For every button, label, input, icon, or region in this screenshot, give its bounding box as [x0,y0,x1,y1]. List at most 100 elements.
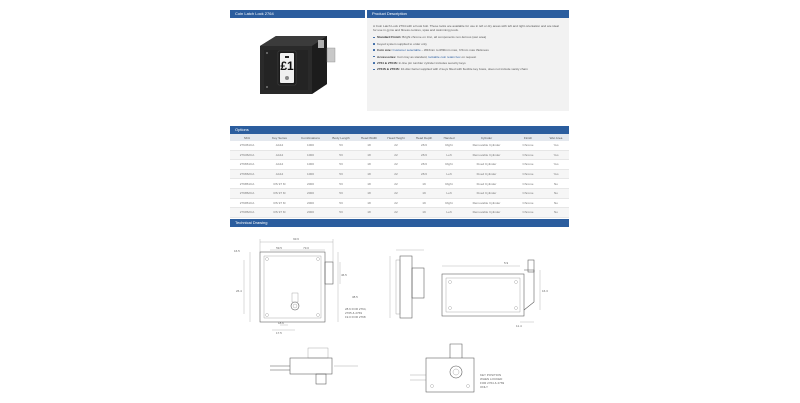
right-view [441,259,541,323]
options-title: Options [230,126,569,134]
table-cell: No [543,188,569,199]
table-cell: 28.6 [410,141,438,151]
key-detail-view [410,343,475,393]
table-cell: Fixed Cylinder [460,159,513,170]
table-cell: 22 [382,198,410,209]
table-cell: 53 [326,188,356,199]
description-item: Keyed system supplied to order only [373,42,563,46]
table-cell: Yes [543,150,569,161]
table-cell: 53 [326,150,356,161]
coin-box-link[interactable]: lockable coin retain box [428,54,461,59]
column-header: SKU [230,134,264,141]
item-label: Accessories: [377,54,397,59]
table-cell: 53 [326,159,356,170]
table-cell: Left [438,150,460,161]
table-cell: RS 97 M [264,188,295,199]
table-cell: 2000 [295,188,326,199]
table-cell: Chrome [513,178,543,189]
item-text: Bright chrome on zinc, all components no… [401,35,487,40]
table-cell: 276851CA [230,178,264,189]
svg-text:£1: £1 [280,59,294,73]
item-text: Coin tray as standard, [396,54,429,59]
table-cell: Chrome [513,159,543,170]
dim-d2: 73.0 [303,246,309,250]
description-body: A Coin Latch Lock 2764 with a hook bolt.… [367,18,569,111]
table-header-row: SKU Key Series Combinations Body Length … [230,134,569,141]
item-label: Coin size: [377,48,392,53]
options-table: SKU Key Series Combinations Body Length … [230,134,569,218]
column-header: Combinations [295,134,326,141]
front-view [243,239,341,331]
description-title: Product Description [367,10,569,18]
dim-d5: 18.6 [278,321,284,325]
column-header: Wet Area [543,134,569,141]
table-cell: 1000 [295,150,326,161]
table-cell: Fixed Cylinder [460,169,513,180]
table-cell: RS 97 M [264,207,295,218]
table-cell: 1000 [295,159,326,170]
table-cell: 19 [410,207,438,218]
item-text: on request [460,54,477,59]
table-cell: 2000 [295,178,326,189]
table-cell: 22 [382,169,410,180]
description-list: Standard Finish: Bright chrome on zinc, … [373,35,563,71]
table-cell: RS 97 M [264,178,295,189]
side-view [389,249,425,319]
table-cell: 19 [410,178,438,189]
table-cell: Left [438,207,460,218]
table-cell: 22 [382,207,410,218]
column-header: Finish [513,134,543,141]
dim-d4: 46.5 [341,273,347,277]
table-cell: Right [438,178,460,189]
coin-size-link[interactable]: Customer selectable [391,48,421,53]
description-item: 2764 & 2764S: In-line pin tumbler cylind… [373,61,563,65]
column-header: Cylinder [460,134,513,141]
dim-d8: 11.4 [516,324,522,328]
note-right-1: KEY POSITION [480,373,501,377]
table-cell: 276651CA [230,159,264,170]
table-cell: Right [438,141,460,151]
table-cell: 276951CA [230,198,264,209]
table-cell: 18 [356,207,382,218]
dim-d7: 26.4 [236,289,242,293]
product-summary: Coin Latch Lock 2764 £1 [230,10,569,111]
table-cell: 18 [356,150,382,161]
table-cell: 53 [326,207,356,218]
table-cell: AA12 [264,150,295,161]
technical-drawing: 93.6 59.5 73.0 16.5 46.5 18.6 17.5 26.4 … [230,230,569,398]
table-cell: Chrome [513,207,543,218]
table-cell: 18 [356,159,382,170]
options-section: Options SKU Key Series Combinations Body… [230,126,569,218]
table-cell: Removable Cylinder [460,198,513,209]
dim-d3: 16.5 [234,249,240,253]
table-cell: 18 [356,188,382,199]
table-cell: 19 [410,198,438,209]
table-cell: Chrome [513,150,543,161]
table-cell: Yes [543,159,569,170]
table-cell: 28.6 [410,150,438,161]
item-text: – Ø23mm to Ø30mm max, 3.5mm max thicknes… [420,48,489,53]
table-cell: Right [438,159,460,170]
item-label: 2764 & 2764S: [377,60,398,65]
table-cell: No [543,178,569,189]
note-left-2: 2765 & 2769 [345,311,362,315]
table-cell: 1000 [295,169,326,180]
item-text: 10-disc barrel supplied with 2 keys fitt… [399,67,528,72]
note-right-2: WHEN LOCKED [480,377,503,381]
product-description-panel: Product Description A Coin Latch Lock 27… [367,10,569,111]
table-cell: Chrome [513,141,543,151]
table-cell: 276852CA [230,188,264,199]
table-cell: 53 [326,198,356,209]
table-cell: 53 [326,178,356,189]
table-cell: 276952CA [230,207,264,218]
description-intro: A Coin Latch Lock 2764 with a hook bolt.… [373,24,559,33]
table-cell: 1000 [295,141,326,151]
note-right-3: FOR 2764 & 2769 [480,381,505,385]
dim-d9: 38.5 [352,295,358,299]
